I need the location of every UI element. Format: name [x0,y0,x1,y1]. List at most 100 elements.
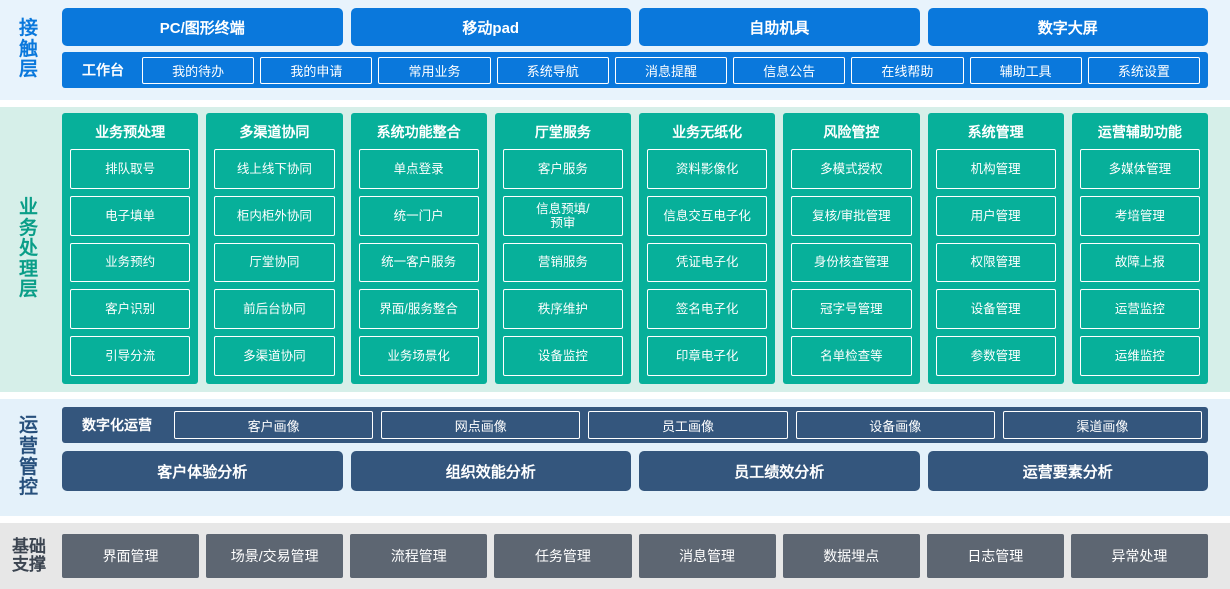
business-item[interactable]: 印章电子化 [647,336,768,376]
business-item[interactable]: 单点登录 [358,149,479,189]
business-column-lobby-service: 厅堂服务 客户服务 信息预填/ 预审 营销服务 秩序维护 设备监控 [494,113,631,384]
business-item[interactable]: 线上线下协同 [214,149,335,189]
workbench-item-auxiliary-tools[interactable]: 辅助工具 [969,56,1082,84]
foundation-item-data-tracking[interactable]: 数据埋点 [782,534,920,578]
business-item[interactable]: 身份核查管理 [791,242,912,283]
business-item[interactable]: 电子填单 [70,195,191,236]
portrait-customer[interactable]: 客户画像 [174,411,374,439]
business-item[interactable]: 客户服务 [502,149,623,189]
business-column-risk-control: 风险管控 多模式授权 复核/审批管理 身份核查管理 冠字号管理 名单检查等 [783,113,920,384]
business-item[interactable]: 多媒体管理 [1079,149,1200,189]
business-item[interactable]: 引导分流 [70,336,191,376]
analysis-organization-efficiency[interactable]: 组织效能分析 [350,451,631,491]
business-item-list: 多模式授权 复核/审批管理 身份核查管理 冠字号管理 名单检查等 [791,149,912,376]
workbench-item-information-bulletin[interactable]: 信息公告 [733,56,846,84]
business-item[interactable]: 设备管理 [935,289,1056,330]
business-column-title: 业务预处理 [95,124,166,140]
business-item[interactable]: 运维监控 [1079,336,1200,376]
business-column-system-management: 系统管理 机构管理 用户管理 权限管理 设备管理 参数管理 [927,113,1064,384]
business-item[interactable]: 复核/审批管理 [791,195,912,236]
business-item[interactable]: 多渠道协同 [214,336,335,376]
operations-layer: 运营管控 数字化运营 客户画像 网点画像 员工画像 设备画像 渠道画像 客户体验… [0,399,1230,516]
channel-card-self-service[interactable]: 自助机具 [639,8,920,46]
business-item[interactable]: 营销服务 [502,242,623,283]
portrait-device[interactable]: 设备画像 [795,411,995,439]
business-column-title: 风险管控 [823,124,880,140]
portrait-branch[interactable]: 网点画像 [381,411,581,439]
business-item[interactable]: 名单检查等 [791,336,912,376]
workbench-item-my-todo[interactable]: 我的待办 [142,56,255,84]
business-item-list: 客户服务 信息预填/ 预审 营销服务 秩序维护 设备监控 [502,149,623,376]
business-item[interactable]: 业务预约 [70,242,191,283]
business-item[interactable]: 用户管理 [935,195,1056,236]
workbench-item-online-help[interactable]: 在线帮助 [851,56,964,84]
business-item[interactable]: 运营监控 [1079,289,1200,330]
channel-card-mobile-pad[interactable]: 移动pad [350,8,631,46]
analysis-row: 客户体验分析 组织效能分析 员工绩效分析 运营要素分析 [62,451,1208,491]
business-layer: 业务处理层 业务预处理 排队取号 电子填单 业务预约 客户识别 引导分流 多渠道… [0,107,1230,392]
layer-gap-3 [0,516,1230,523]
business-column-operation-support: 运营辅助功能 多媒体管理 考培管理 故障上报 运营监控 运维监控 [1071,113,1208,384]
business-item-list: 排队取号 电子填单 业务预约 客户识别 引导分流 [70,149,191,376]
workbench-item-system-settings[interactable]: 系统设置 [1087,56,1200,84]
workbench-item-my-application[interactable]: 我的申请 [260,56,373,84]
business-item[interactable]: 统一客户服务 [358,242,479,283]
business-layer-body: 业务预处理 排队取号 电子填单 业务预约 客户识别 引导分流 多渠道协同 线上线… [58,107,1230,392]
workbench-item-message-reminder[interactable]: 消息提醒 [614,56,728,84]
business-item[interactable]: 秩序维护 [502,289,623,330]
workbench-item-common-business[interactable]: 常用业务 [378,56,491,84]
business-item-list: 多媒体管理 考培管理 故障上报 运营监控 运维监控 [1079,149,1200,376]
analysis-operation-factors[interactable]: 运营要素分析 [927,451,1208,491]
portrait-employee[interactable]: 员工画像 [588,411,788,439]
business-item[interactable]: 信息预填/ 预审 [502,195,623,236]
foundation-item-process-management[interactable]: 流程管理 [350,534,488,578]
foundation-layer-label-line1: 基础 [12,536,46,556]
business-item-list: 单点登录 统一门户 统一客户服务 界面/服务整合 业务场景化 [358,149,479,376]
business-item[interactable]: 柜内柜外协同 [214,195,335,236]
business-item[interactable]: 界面/服务整合 [358,289,479,330]
business-column-system-integration: 系统功能整合 单点登录 统一门户 统一客户服务 界面/服务整合 业务场景化 [350,113,487,384]
business-item[interactable]: 统一门户 [358,195,479,236]
portrait-channel[interactable]: 渠道画像 [1002,411,1203,439]
business-column-paperless: 业务无纸化 资料影像化 信息交互电子化 凭证电子化 签名电子化 印章电子化 [639,113,776,384]
foundation-item-ui-management[interactable]: 界面管理 [62,534,200,578]
business-item[interactable]: 资料影像化 [647,149,768,189]
business-item[interactable]: 冠字号管理 [791,289,912,330]
foundation-item-scenario-transaction-management[interactable]: 场景/交易管理 [206,534,344,578]
business-item[interactable]: 信息交互电子化 [647,195,768,236]
business-item[interactable]: 客户识别 [70,289,191,330]
business-item[interactable]: 参数管理 [935,336,1056,376]
business-column-title: 业务无纸化 [672,124,743,140]
business-item[interactable]: 权限管理 [935,242,1056,283]
foundation-layer-label-line2: 支撑 [12,555,46,574]
business-layer-label-text: 业务处理层 [18,197,39,301]
foundation-layer: 基础 支撑 界面管理 场景/交易管理 流程管理 任务管理 消息管理 数据埋点 日… [0,523,1230,589]
channel-card-digital-screen[interactable]: 数字大屏 [927,8,1208,46]
business-item[interactable]: 凭证电子化 [647,242,768,283]
business-item[interactable]: 前后台协同 [214,289,335,330]
foundation-item-task-management[interactable]: 任务管理 [494,534,632,578]
business-item[interactable]: 排队取号 [70,149,191,189]
analysis-employee-performance[interactable]: 员工绩效分析 [639,451,920,491]
business-item[interactable]: 业务场景化 [358,336,479,376]
business-item-list: 线上线下协同 柜内柜外协同 厅堂协同 前后台协同 多渠道协同 [214,149,335,376]
foundation-item-exception-handling[interactable]: 异常处理 [1070,534,1208,578]
digital-operations-bar: 数字化运营 客户画像 网点画像 员工画像 设备画像 渠道画像 [62,407,1208,443]
channel-card-pc[interactable]: PC/图形终端 [62,8,343,46]
business-item[interactable]: 厅堂协同 [214,242,335,283]
business-column-title: 厅堂服务 [534,124,591,140]
business-column-title: 多渠道协同 [239,124,310,140]
business-column-multichannel: 多渠道协同 线上线下协同 柜内柜外协同 厅堂协同 前后台协同 多渠道协同 [206,113,343,384]
business-item[interactable]: 设备监控 [502,336,623,376]
foundation-item-log-management[interactable]: 日志管理 [926,534,1064,578]
channel-row: PC/图形终端 移动pad 自助机具 数字大屏 [62,8,1208,46]
business-item[interactable]: 考培管理 [1079,195,1200,236]
foundation-item-message-management[interactable]: 消息管理 [638,534,776,578]
business-column-preprocessing: 业务预处理 排队取号 电子填单 业务预约 客户识别 引导分流 [62,113,199,384]
business-item[interactable]: 机构管理 [935,149,1056,189]
business-item[interactable]: 多模式授权 [791,149,912,189]
business-item[interactable]: 故障上报 [1079,242,1200,283]
business-item[interactable]: 签名电子化 [647,289,768,330]
workbench-item-system-navigation[interactable]: 系统导航 [496,56,609,84]
analysis-customer-experience[interactable]: 客户体验分析 [62,451,343,491]
